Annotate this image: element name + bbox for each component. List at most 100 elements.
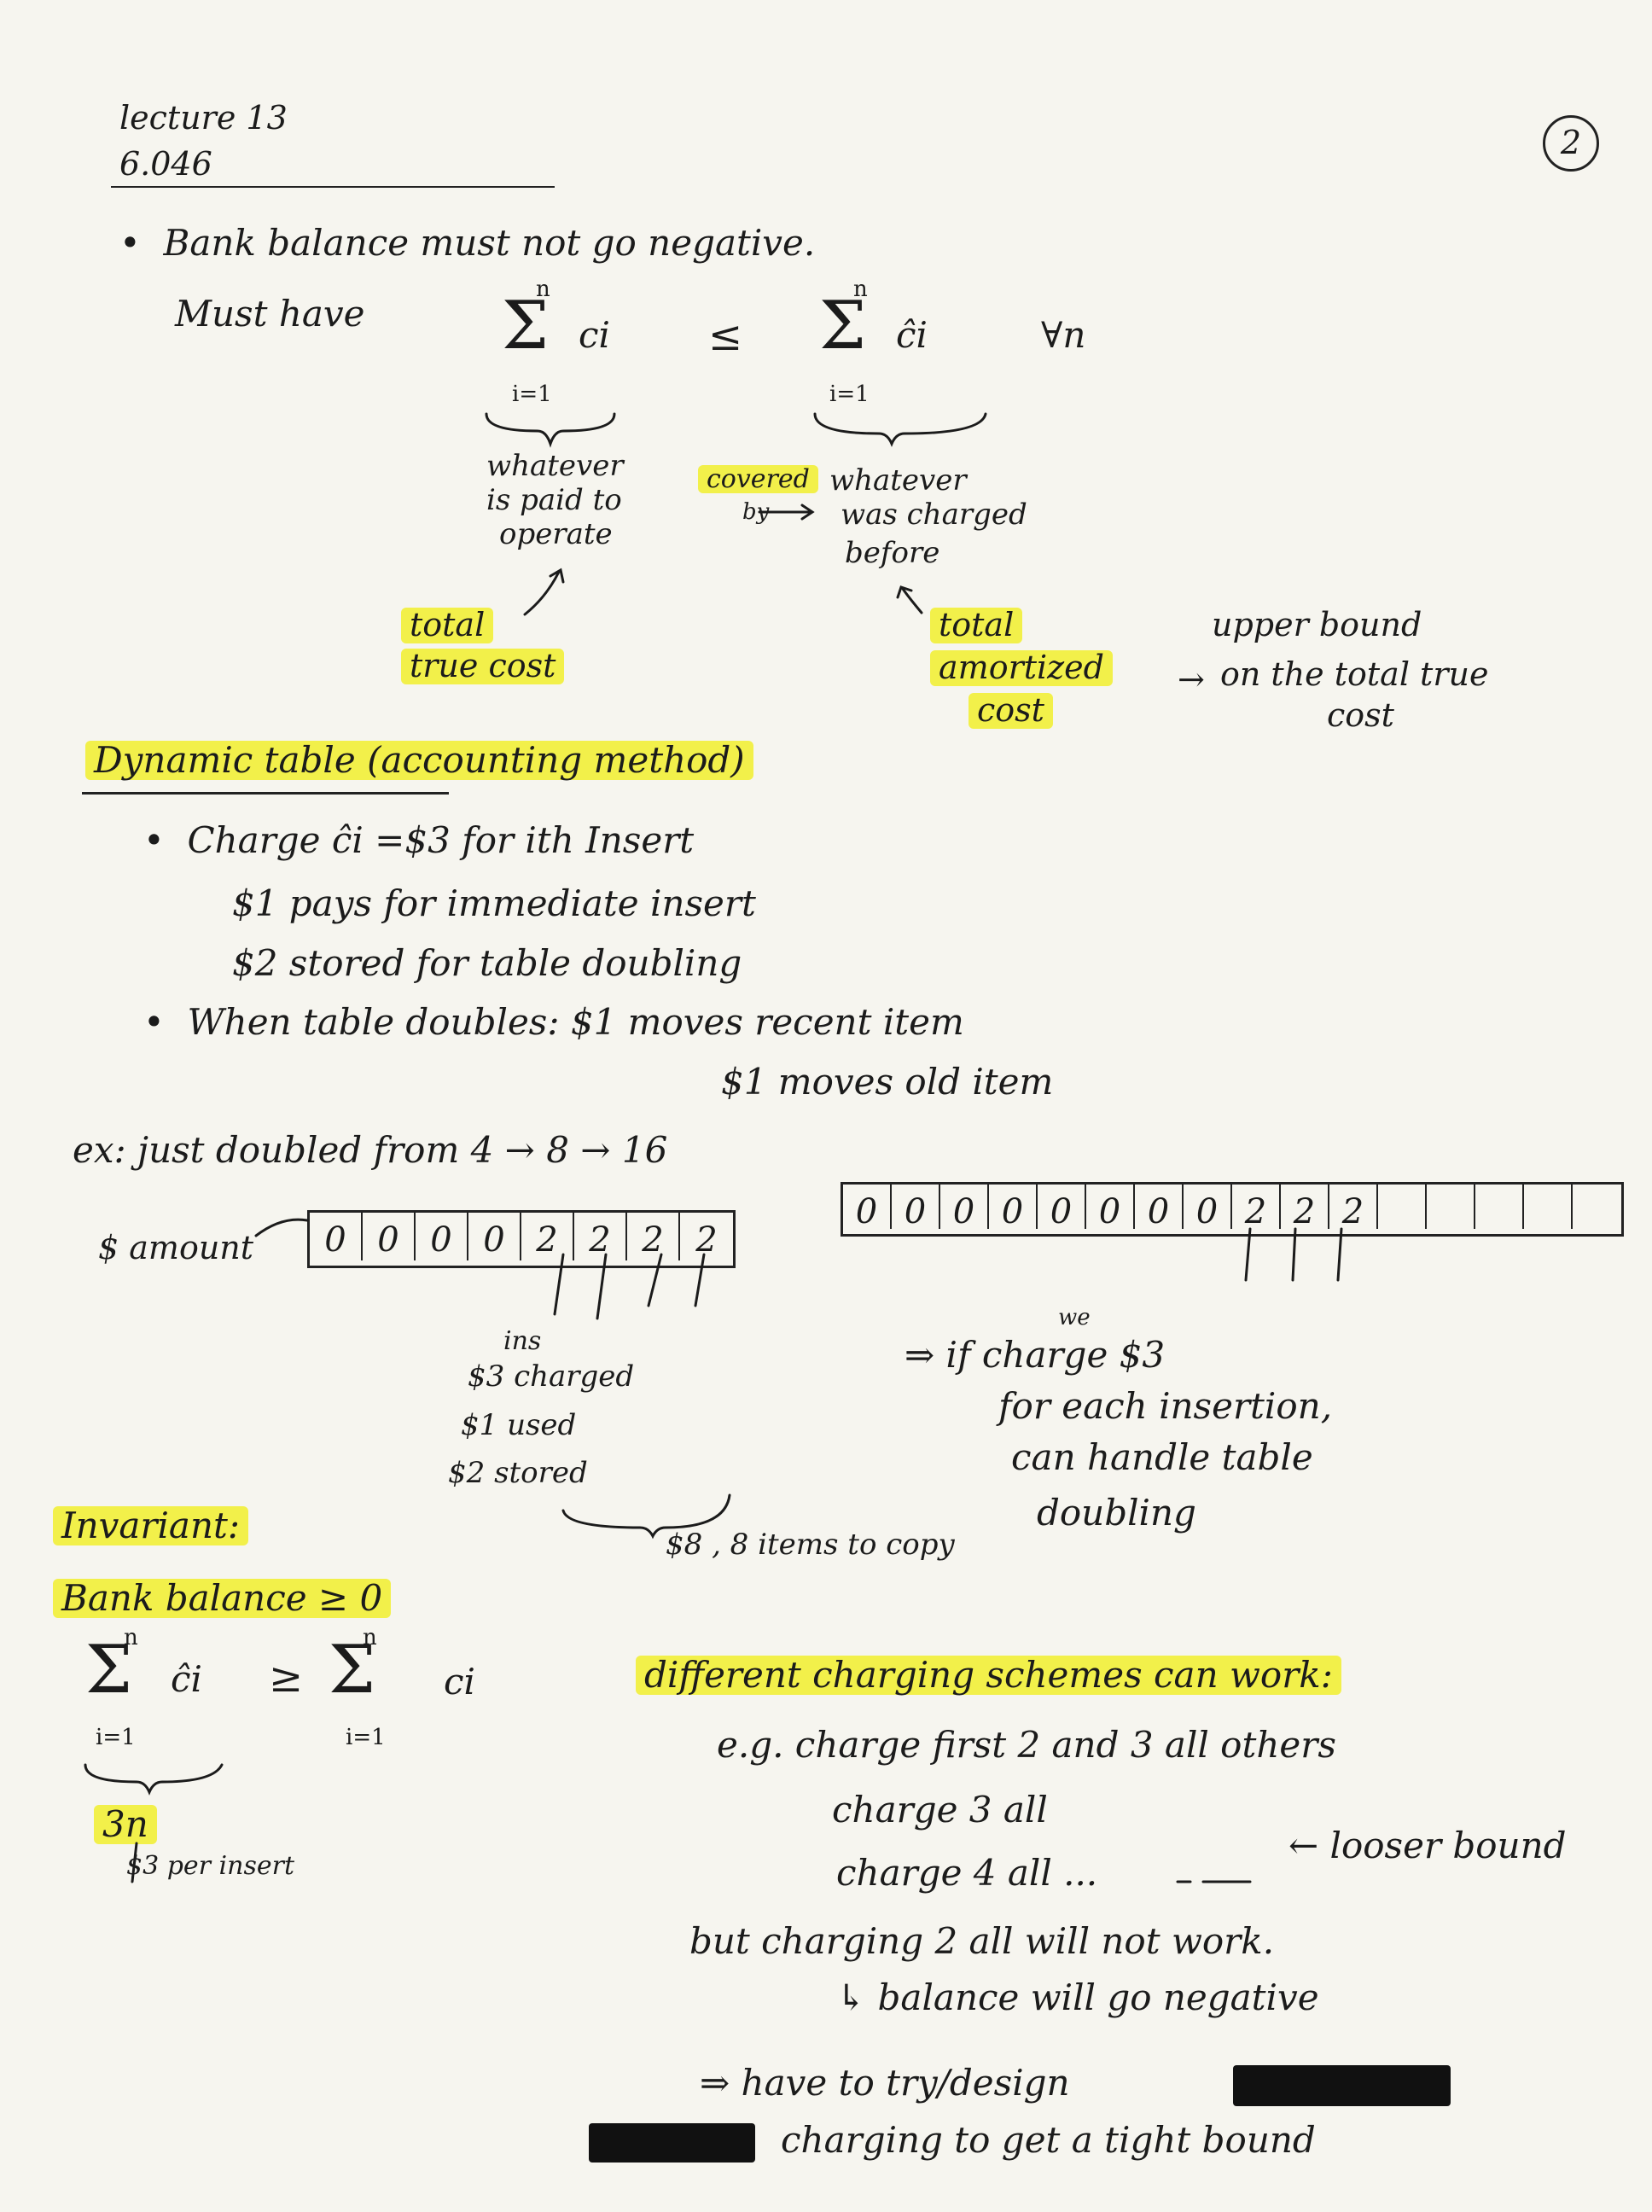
copy-note: $8 , 8 items to copy [666, 1528, 955, 1562]
table-cell: 2 [521, 1213, 574, 1260]
table-cell: 0 [843, 1185, 892, 1229]
conclusion-4: doubling [1037, 1492, 1196, 1534]
page-number-text: 2 [1560, 124, 1582, 161]
arrow-covered-head [800, 504, 815, 521]
large-arrow-2 [1291, 1227, 1297, 1282]
per-insert: $3 per insert [126, 1851, 295, 1881]
scheme-3: charge 4 all ... [836, 1852, 1098, 1894]
note-rhs-2: was charged [841, 498, 1027, 532]
bullet-stored: $2 stored for table doubling [232, 942, 742, 984]
course-number: 6.046 [119, 145, 212, 183]
arrow-to-upper-bound: → [1178, 661, 1205, 698]
table-cell: 0 [989, 1185, 1038, 1229]
table-cell: 0 [1038, 1185, 1086, 1229]
arrow-amortized-head [896, 585, 913, 599]
bullet-old-item: $1 moves old item [721, 1061, 1054, 1103]
redaction-mark [1233, 2065, 1451, 2106]
table-cell [1427, 1185, 1475, 1229]
table-cell: 0 [1135, 1185, 1184, 1229]
note-lhs-1: whatever [486, 449, 624, 483]
table-cell: 0 [1086, 1185, 1135, 1229]
amount-label: $ amount [98, 1229, 254, 1266]
lecture-label: lecture 13 [119, 99, 288, 137]
conclusion-2: for each insertion, [998, 1385, 1333, 1427]
inv-sum2-symbol: Σ [329, 1632, 376, 1708]
redaction-mark [589, 2123, 755, 2163]
table-cell: 2 [695, 1220, 718, 1260]
amortized-label-3: cost [969, 692, 1053, 729]
table-cell [1475, 1185, 1524, 1229]
table-cell: 2 [1329, 1185, 1378, 1229]
heading-underline [82, 792, 449, 795]
sum2-term: ĉi [896, 314, 928, 356]
inv-sum1-lower: i=1 [96, 1725, 136, 1750]
dynamic-table-heading: Dynamic table (accounting method) [85, 740, 753, 781]
scheme-7: charging to get a tight bound [781, 2119, 1316, 2161]
scheme-6: ⇒ have to try/design [700, 2062, 1070, 2104]
arrow-true-cost-head [549, 568, 565, 584]
brace-3n [84, 1763, 224, 1796]
inv-rhs-term: ci [444, 1661, 475, 1703]
arrow-loop-amount [254, 1218, 309, 1237]
sum1-lower: i=1 [512, 381, 552, 407]
note-rhs-1: whatever [829, 463, 967, 498]
table-cell: 0 [310, 1213, 363, 1260]
note-rhs-3: before [845, 536, 940, 570]
bullet-doubles: • When table doubles: $1 moves recent it… [143, 1001, 964, 1043]
sum1-term: ci [579, 314, 610, 356]
example-line: ex: just doubled from 4 → 8 → 16 [73, 1129, 668, 1171]
geq-symbol: ≥ [269, 1654, 304, 1702]
sum1-symbol: Σ [502, 288, 550, 364]
scheme-1: e.g. charge first 2 and 3 all others [717, 1724, 1336, 1766]
inv-sum1-symbol: Σ [85, 1632, 133, 1708]
sum2-lower: i=1 [829, 381, 870, 407]
table-cell: 2 [574, 1213, 627, 1260]
ins-note-4: $2 stored [448, 1456, 588, 1490]
invariant-label: Invariant: [53, 1505, 249, 1546]
arrow-true-cost [523, 570, 561, 616]
by-label: by [742, 499, 770, 525]
sum2-symbol: Σ [819, 288, 867, 364]
table-cell: 2 [1232, 1185, 1281, 1229]
bullet-pays: $1 pays for immediate insert [232, 882, 756, 924]
scheme-5: ↳ balance will go negative [836, 1976, 1319, 2018]
inv-sum1-upper: n [124, 1625, 138, 1650]
upper-bound-2: on the total true [1220, 655, 1489, 693]
must-have-label: Must have [175, 293, 365, 335]
leq-symbol: ≤ [708, 312, 743, 360]
brace-rhs [813, 412, 987, 447]
table-cell: 2 [1281, 1185, 1329, 1229]
inv-sum2-upper: n [363, 1625, 377, 1650]
conclusion-3: can handle table [1011, 1436, 1313, 1478]
table-cell: 0 [1184, 1185, 1232, 1229]
bullet-charge-text: Charge ĉi =$3 for ith Insert [187, 819, 695, 861]
covered-label: covered [698, 465, 818, 493]
page-number: 2 [1543, 115, 1599, 172]
table-cell: 0 [940, 1185, 989, 1229]
amortized-label-1: total [930, 607, 1023, 643]
amortized-label-2: amortized [930, 649, 1113, 686]
upper-bound-1: upper bound [1212, 606, 1422, 643]
ins-note-3: $1 used [461, 1408, 577, 1442]
table-cell: 0 [892, 1185, 940, 1229]
inv-lhs-term: ĉi [171, 1658, 202, 1700]
note-lhs-3: operate [499, 517, 613, 551]
table-cell: 0 [468, 1213, 521, 1260]
bullet-charge: • Charge ĉi =$3 for ith Insert [143, 819, 695, 861]
table-cell [1524, 1185, 1573, 1229]
scheme-2: charge 3 all [832, 1789, 1048, 1831]
table-cell [1378, 1185, 1427, 1229]
table-cell: 0 [416, 1213, 468, 1260]
note-lhs-2: is paid to [486, 483, 622, 517]
arrow-amortized [901, 587, 923, 614]
forall-n: ∀n [1041, 314, 1086, 356]
table-cell: 0 [363, 1213, 416, 1260]
sum1-upper: n [536, 276, 550, 302]
conclusion-we: we [1058, 1305, 1091, 1330]
inv-sum2-lower: i=1 [346, 1725, 386, 1750]
bullet-doubles-text: When table doubles: $1 moves recent item [187, 1001, 964, 1043]
brace-lhs [485, 412, 616, 448]
conclusion-1: ⇒ if charge $3 [905, 1334, 1166, 1376]
